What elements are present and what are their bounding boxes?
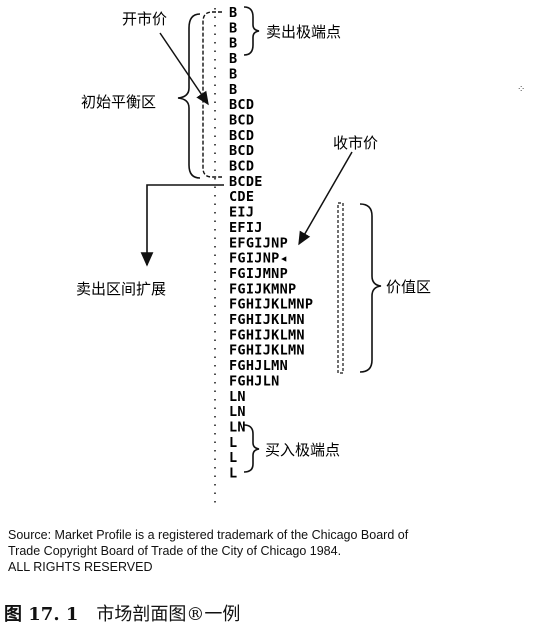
open-price-arrow (159, 32, 209, 106)
profile-row: FGIJMNP (229, 266, 288, 282)
selling-extreme-brace (243, 6, 260, 56)
source-line-1: Source: Market Profile is a registered t… (8, 528, 409, 542)
profile-row: EFIJ (229, 220, 263, 236)
value-area-bar (337, 202, 344, 374)
profile-row: BCD (229, 143, 254, 159)
profile-row: FGHIJKLMN (229, 327, 305, 343)
profile-row: BCD (229, 128, 254, 144)
profile-row: FGIJNP◂ (229, 251, 288, 267)
profile-row: B (229, 20, 237, 36)
profile-row: B (229, 66, 237, 82)
close-price-label: 收市价 (333, 134, 378, 152)
initial-balance-bracket (202, 11, 222, 178)
profile-row: LN (229, 419, 246, 435)
profile-row: EIJ (229, 205, 254, 221)
profile-row: B (229, 82, 237, 98)
figure-number: 图 17. 1 (4, 604, 79, 625)
buying-extreme-label: 买入极端点 (265, 441, 340, 459)
profile-row: B (229, 51, 237, 67)
profile-row: FGHIJKLMNP (229, 297, 313, 313)
stray-mark: ⁘ (517, 84, 525, 95)
profile-row: FGHJLN (229, 373, 280, 389)
profile-row: FGHIJKLMN (229, 312, 305, 328)
close-price-arrow (298, 151, 353, 246)
profile-row: LN (229, 389, 246, 405)
open-price-label: 开市价 (122, 10, 167, 28)
profile-row: L (229, 450, 237, 466)
profile-row: B (229, 36, 237, 52)
value-area-brace (359, 203, 382, 373)
figure-caption: 图 17. 1 市场剖面图®一例 (4, 600, 554, 626)
profile-row: FGHIJKLMN (229, 343, 305, 359)
profile-row: L (229, 466, 237, 482)
profile-row: L (229, 435, 237, 451)
value-area-label: 价值区 (386, 278, 431, 296)
profile-row: EFGIJNP (229, 235, 288, 251)
profile-row: CDE (229, 189, 254, 205)
source-line-2: Trade Copyright Board of Trade of the Ci… (8, 544, 342, 558)
range-extension-label: 卖出区间扩展 (76, 280, 166, 298)
figure-title: 市场剖面图®一例 (96, 604, 241, 625)
profile-row: BCDE (229, 174, 263, 190)
profile-row: BCD (229, 97, 254, 113)
initial-balance-label: 初始平衡区 (81, 93, 156, 111)
source-note: Source: Market Profile is a registered t… (8, 527, 558, 575)
profile-row: FGHJLMN (229, 358, 288, 374)
selling-extreme-label: 卖出极端点 (266, 23, 341, 41)
profile-row: FGIJKMNP (229, 281, 296, 297)
profile-row: LN (229, 404, 246, 420)
range-extension-arrow (140, 184, 224, 267)
profile-rows: BBBBBBBCDBCDBCDBCDBCDBCDECDEEIJEFIJEFGIJ… (229, 5, 313, 482)
market-profile-diagram: ⁘ 开市价 初始平衡区 卖出极端点 收市价 卖出区间扩展 价值区 买入极端点 B… (76, 5, 525, 505)
profile-row: B (229, 5, 237, 21)
buying-extreme-brace (243, 424, 260, 473)
profile-row: BCD (229, 159, 254, 175)
profile-row: BCD (229, 113, 254, 129)
source-line-3: ALL RIGHTS RESERVED (8, 560, 153, 574)
initial-balance-brace (177, 13, 201, 179)
